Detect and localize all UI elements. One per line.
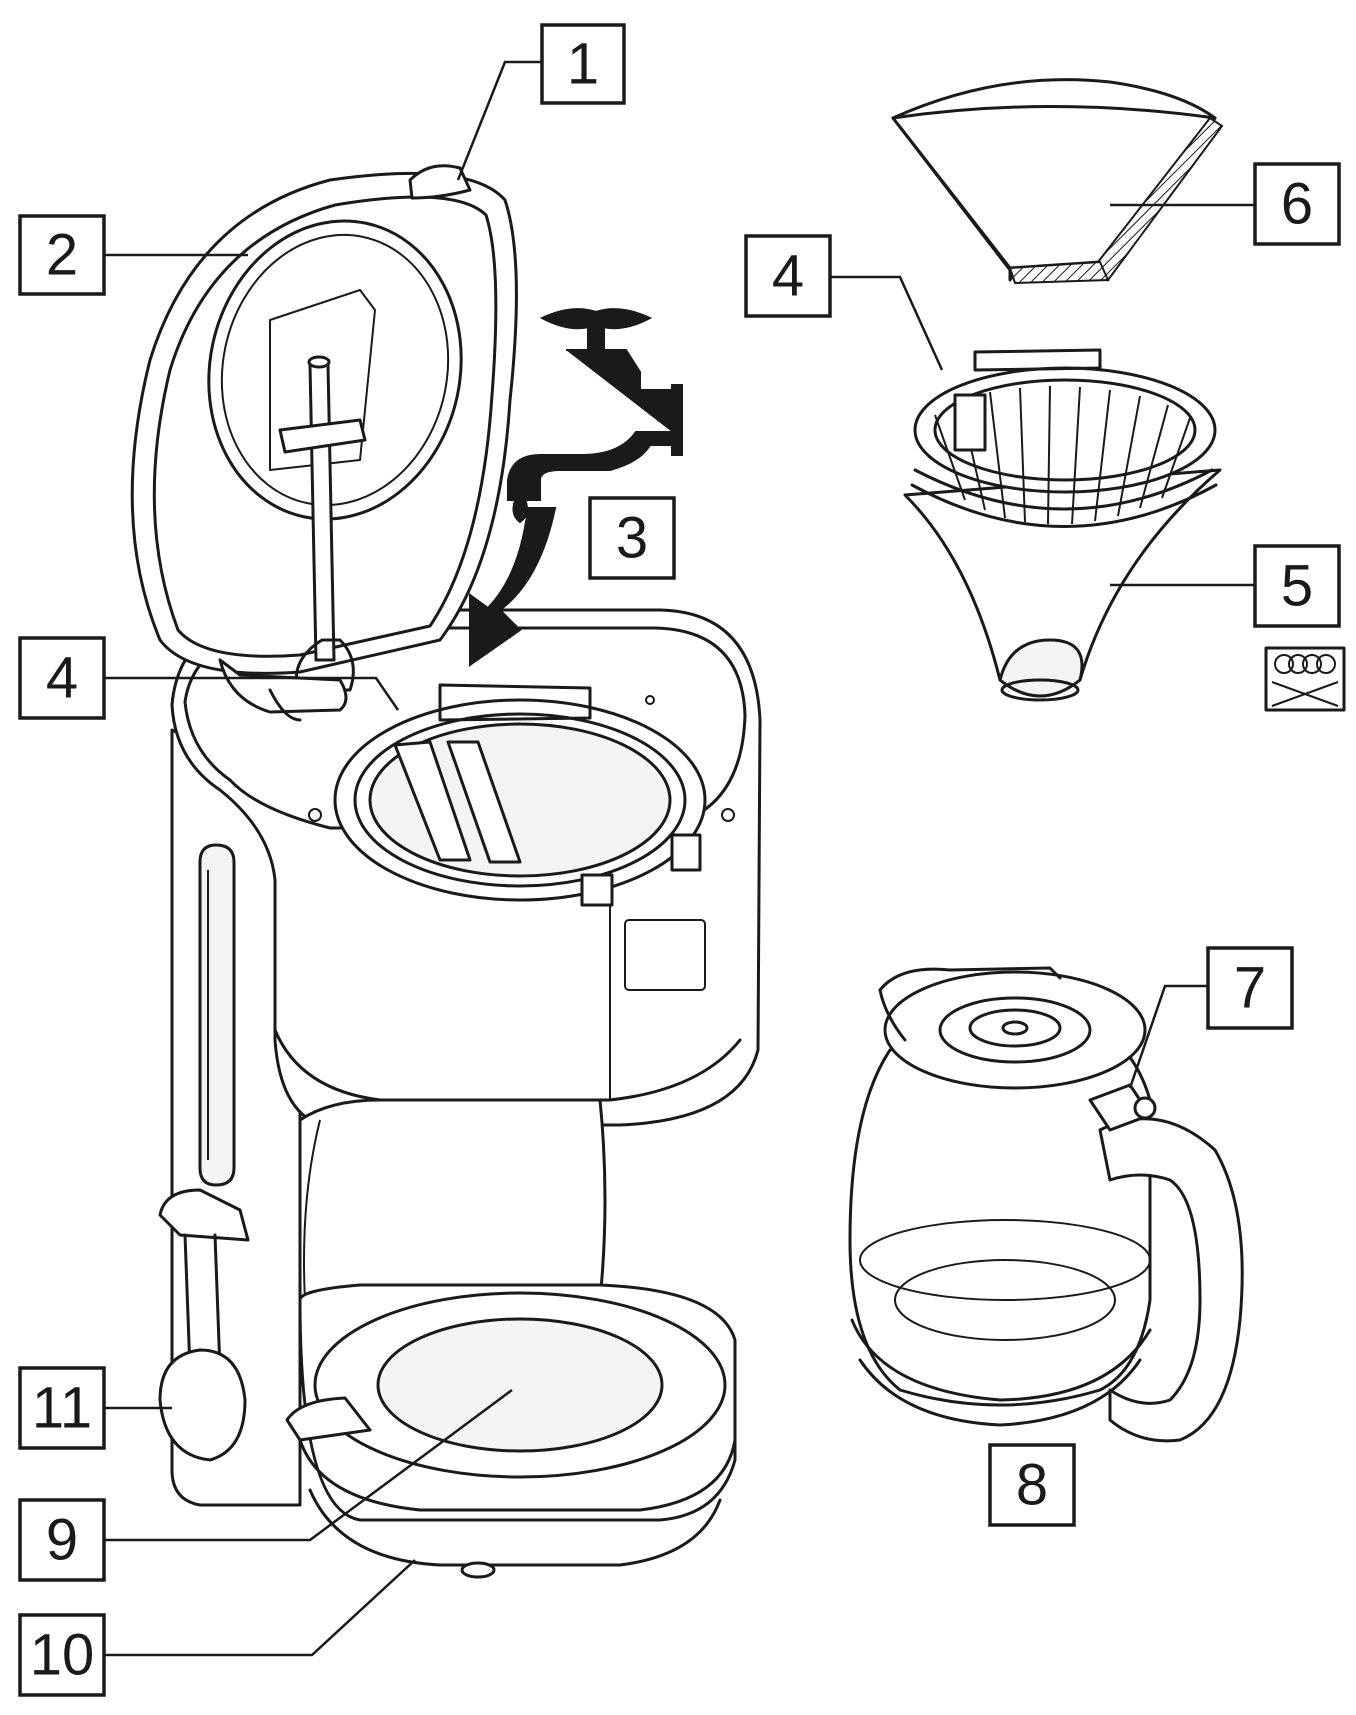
callout-1: 1 — [540, 23, 626, 105]
callout-4b-label: 4 — [772, 244, 804, 309]
callout-9-label: 9 — [46, 1508, 78, 1573]
callout-4b: 4 — [744, 234, 832, 318]
warming-plate — [376, 1317, 664, 1453]
leader-4a — [104, 676, 400, 711]
dishwasher-safe-icon — [1264, 646, 1346, 712]
leader-4b — [830, 275, 944, 371]
filter-holder — [903, 348, 1222, 702]
callout-8-label: 8 — [1016, 1453, 1048, 1518]
lid-open — [130, 164, 518, 722]
glass-carafe — [848, 966, 1244, 1443]
callout-8: 8 — [988, 1443, 1076, 1527]
leader-9 — [104, 1388, 513, 1542]
callout-5-label: 5 — [1281, 554, 1313, 619]
faucet-icon — [507, 308, 683, 524]
paper-filter — [891, 78, 1224, 285]
callout-1-label: 1 — [567, 32, 599, 97]
leader-10 — [104, 1559, 416, 1657]
leader-1 — [456, 60, 542, 181]
water-reservoir — [308, 683, 735, 907]
callout-2: 2 — [18, 214, 106, 296]
measuring-spoon — [158, 1188, 250, 1462]
leader-7 — [1128, 984, 1208, 1089]
callout-9: 9 — [18, 1498, 106, 1582]
callout-10: 10 — [18, 1613, 106, 1697]
callout-11-label: 11 — [32, 1376, 92, 1441]
callout-2-label: 2 — [46, 223, 78, 288]
lid-button — [408, 164, 472, 200]
callout-10-label: 10 — [30, 1623, 95, 1688]
water-level-window — [198, 843, 236, 1187]
callout-3: 3 — [588, 496, 676, 580]
callout-4a: 4 — [18, 636, 106, 720]
callout-6-label: 6 — [1281, 172, 1313, 237]
carafe-handle — [1098, 1117, 1244, 1443]
callout-3-label: 3 — [616, 506, 648, 571]
curved-arrow-icon — [469, 507, 557, 667]
callout-7-label: 7 — [1234, 956, 1266, 1021]
callout-4a-label: 4 — [46, 646, 78, 711]
filter-holder-ribs — [934, 385, 1191, 525]
callout-6: 6 — [1253, 162, 1341, 246]
callout-11: 11 — [18, 1366, 106, 1450]
leader-lines — [104, 60, 1255, 1657]
callout-7: 7 — [1206, 946, 1294, 1030]
callout-5: 5 — [1253, 544, 1341, 628]
front-label-plate — [624, 919, 706, 991]
